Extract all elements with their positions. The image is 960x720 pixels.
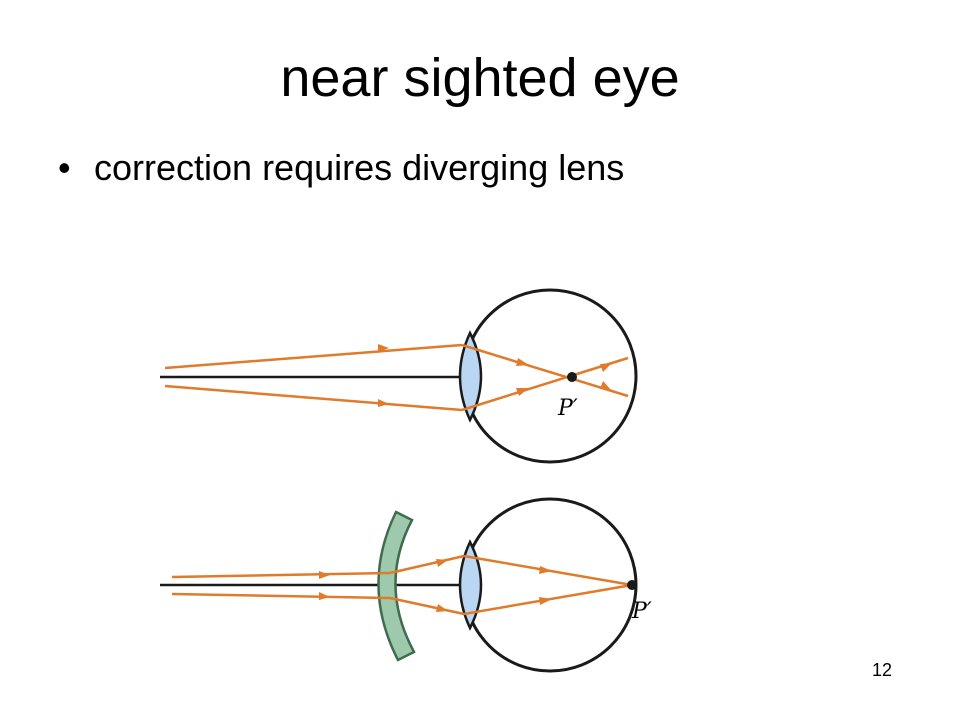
slide-title: near sighted eye <box>280 48 680 108</box>
bullet-list: • correction requires diverging lens <box>58 140 624 196</box>
focal-point-dot <box>627 580 637 590</box>
incoming-ray-upper <box>171 571 391 579</box>
bullet-dot: • <box>58 147 71 188</box>
ray-arrow <box>436 604 448 612</box>
eye-lens <box>458 330 483 423</box>
ray-arrow <box>600 363 612 372</box>
page-number: 12 <box>872 660 893 680</box>
eye-lens <box>458 539 483 631</box>
focal-point-label: P′ <box>557 396 578 421</box>
ray-arrow <box>378 399 389 407</box>
ray-arrow <box>516 388 529 396</box>
diverged-ray-lower <box>389 596 465 616</box>
ray-arrow <box>436 559 448 567</box>
eyeball-outline <box>462 288 638 464</box>
eyeball-outline <box>462 497 638 673</box>
incoming-ray-lower <box>164 384 463 412</box>
refracted-ray-lower <box>461 356 629 412</box>
ray-arrow <box>516 358 529 366</box>
incoming-ray-lower <box>171 592 391 600</box>
bullet-text: correction requires diverging lens <box>94 147 625 188</box>
diverging-lens <box>377 510 416 662</box>
ray-arrow <box>319 571 330 579</box>
ray-arrow <box>600 381 612 391</box>
ray-arrow <box>539 597 552 605</box>
incoming-ray-upper <box>164 343 463 370</box>
refracted-ray-upper <box>461 343 629 398</box>
corrected-eye-diagram: P′ <box>160 497 652 673</box>
ray-arrow <box>539 566 552 574</box>
ray-arrow <box>378 344 389 352</box>
diverged-ray-upper <box>389 554 465 575</box>
focal-point-dot <box>567 372 577 382</box>
uncorrected-eye-diagram: P′ <box>160 288 638 464</box>
ray-arrow <box>319 592 330 600</box>
focal-point-label: P′ <box>631 599 652 624</box>
bullet-item: • correction requires diverging lens <box>58 140 624 196</box>
